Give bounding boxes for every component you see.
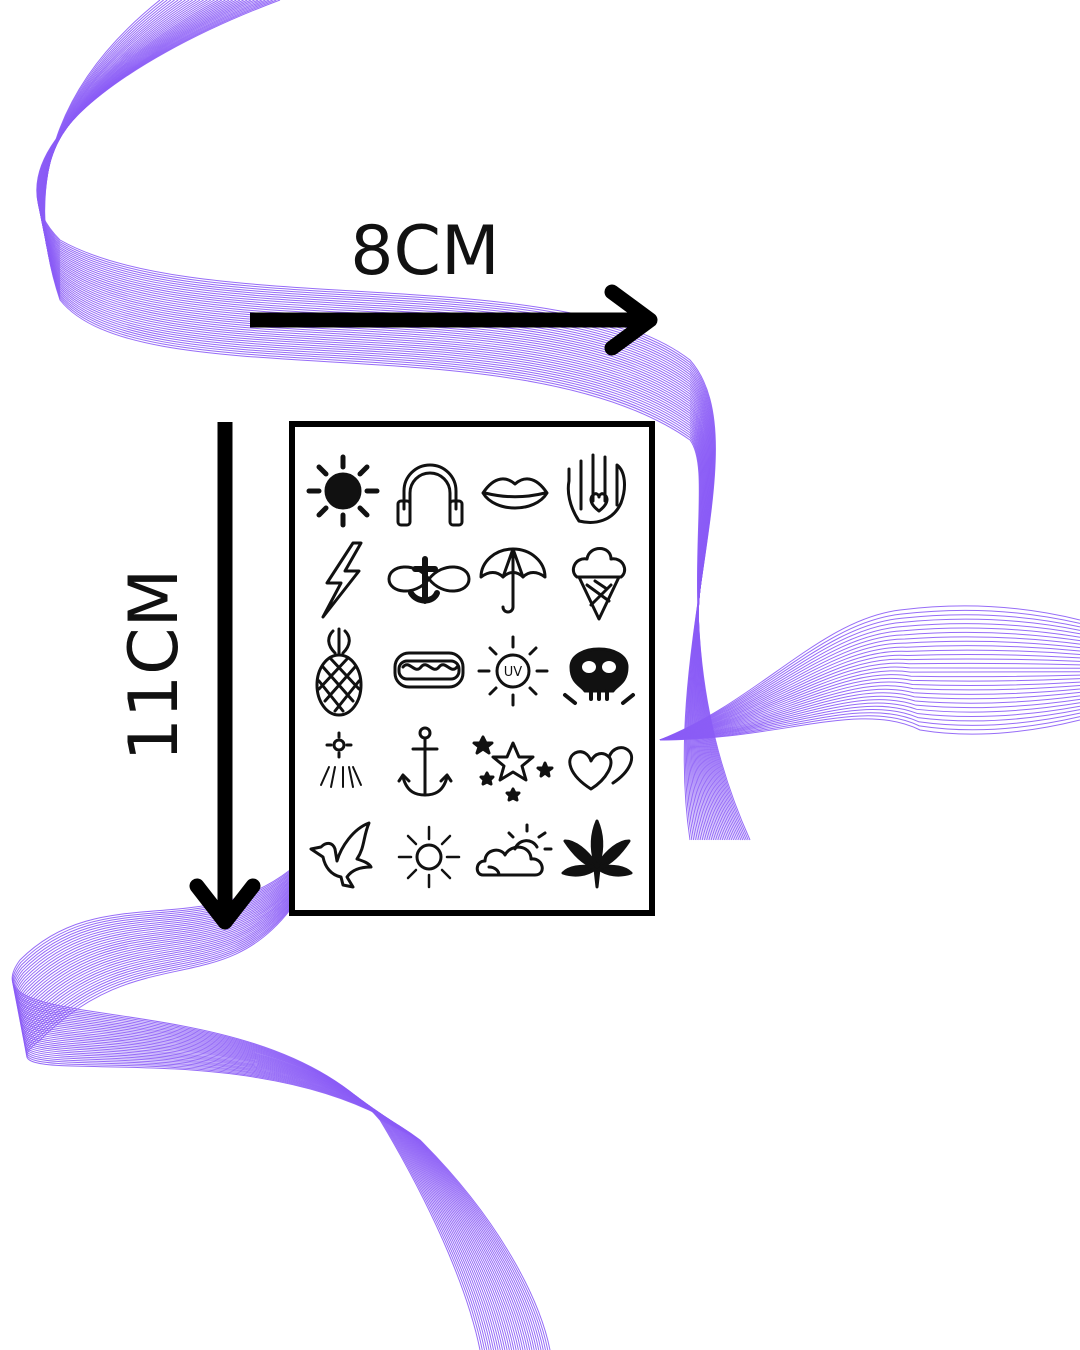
width-dimension-label: 8CM (350, 212, 500, 291)
leaf-icon (561, 819, 633, 889)
sun-rays-icon (320, 731, 362, 788)
pineapple-icon (315, 627, 363, 717)
anchor-icon (397, 726, 453, 797)
cloud-sun-icon (475, 823, 553, 877)
skull-icon (563, 647, 635, 705)
wave-right (659, 605, 1080, 741)
svg-text:UV: UV (504, 665, 523, 680)
sun-outline-icon (397, 825, 461, 889)
hotdog-icon (393, 651, 465, 689)
width-arrow (250, 284, 658, 356)
uv-sun-icon: UV (477, 635, 549, 707)
lips-icon (481, 477, 549, 510)
ice-cream-icon (571, 547, 627, 621)
sun-icon (306, 454, 380, 528)
dove-icon (309, 821, 373, 889)
height-dimension-label: 11CM (115, 568, 194, 762)
headphones-icon (396, 463, 464, 527)
hearts-icon (568, 746, 634, 791)
umbrella-icon (479, 547, 547, 614)
infinity-anchor-icon (387, 556, 471, 604)
height-arrow (189, 422, 261, 930)
sticker-sheet: UV (289, 421, 655, 916)
lightning-icon (321, 541, 363, 619)
hamsa-heart-icon (566, 453, 626, 524)
stars-icon (472, 735, 554, 802)
wave-bottom (11, 869, 551, 1350)
